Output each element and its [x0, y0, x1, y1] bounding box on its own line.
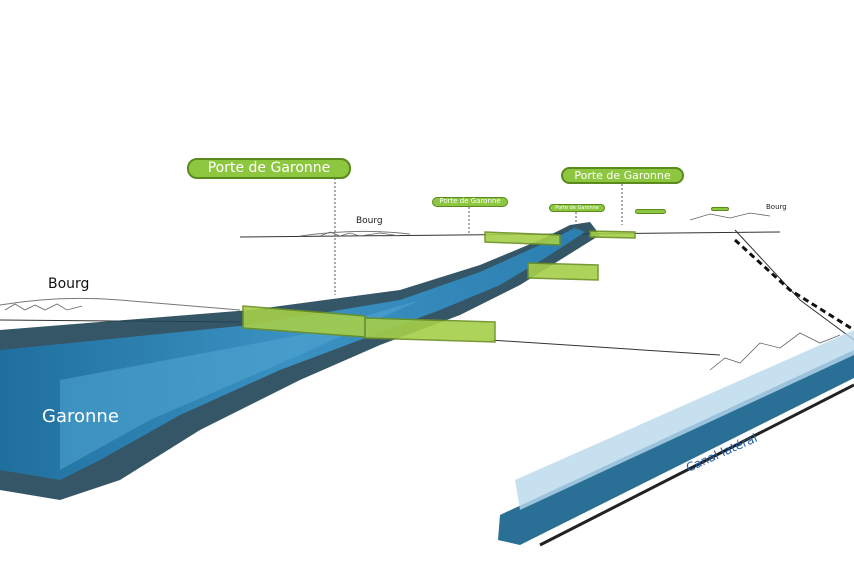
canal-dark-edge: [539, 383, 854, 547]
label-bourg-center: Bourg: [356, 216, 383, 226]
canal-trees: [515, 330, 854, 510]
porte-structures: [242, 230, 636, 343]
structure-far: [484, 231, 561, 246]
label-porte-de-garonne-small-1: Porte de Garonne: [432, 197, 508, 207]
label-porte-tiny-1: [635, 209, 666, 214]
label-porte-de-garonne-main: Porte de Garonne: [187, 158, 351, 179]
river-light-band: [60, 300, 420, 470]
embankment: [733, 238, 854, 332]
label-porte-de-garonne-right: Porte de Garonne: [561, 167, 684, 184]
label-garonne: Garonne: [42, 406, 119, 427]
structure-farthest: [589, 230, 636, 239]
label-bourg-left: Bourg: [48, 276, 90, 292]
leader-lines: [334, 178, 623, 295]
structure-mid: [527, 262, 599, 281]
village-sketch: [4, 212, 841, 371]
label-bourg-right: Bourg: [766, 203, 787, 211]
structure-main-right: [364, 317, 496, 343]
canal-water: [498, 350, 854, 545]
label-porte-tiny-2: [711, 207, 729, 211]
label-porte-de-garonne-small-2: Porte de Garonne: [549, 204, 605, 212]
